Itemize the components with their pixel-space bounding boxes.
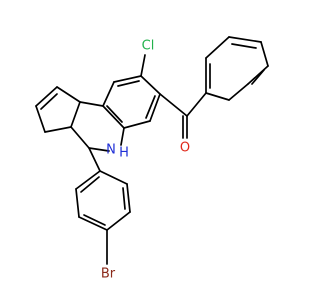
atom-labels: Cl N H O Br xyxy=(101,39,190,282)
bond xyxy=(70,126,90,149)
bond xyxy=(106,105,123,123)
bond xyxy=(102,105,125,129)
bond xyxy=(228,36,262,43)
bond xyxy=(140,75,161,95)
bond xyxy=(44,126,72,133)
chlorine-label: Cl xyxy=(142,39,155,54)
bond xyxy=(120,127,125,146)
bond xyxy=(75,170,101,190)
bond xyxy=(56,86,81,103)
bond xyxy=(35,86,58,107)
bond xyxy=(102,81,115,107)
bond xyxy=(228,83,249,101)
bond xyxy=(80,176,100,193)
bond xyxy=(88,147,101,172)
bond-lines xyxy=(35,36,269,265)
bond xyxy=(99,170,128,185)
bond xyxy=(247,65,269,85)
bond xyxy=(251,69,265,85)
bond xyxy=(106,211,131,231)
bond xyxy=(123,120,151,129)
bond xyxy=(122,187,126,210)
bond xyxy=(140,54,146,77)
bond xyxy=(35,105,46,133)
bond xyxy=(205,92,230,101)
bond xyxy=(83,214,106,226)
bond xyxy=(78,216,108,231)
bond xyxy=(40,93,58,110)
nitrogen-label: N xyxy=(106,143,116,158)
molecule-structure: Cl N H O Br xyxy=(35,36,269,282)
hydrogen-label: H xyxy=(119,146,129,161)
bond xyxy=(159,93,188,117)
bond xyxy=(149,93,161,122)
bond xyxy=(205,36,230,59)
bond xyxy=(126,183,131,213)
oxygen-label: O xyxy=(180,141,190,156)
bond xyxy=(260,41,269,67)
bond xyxy=(88,147,110,152)
bromine-label: Br xyxy=(101,267,116,282)
bond xyxy=(79,101,104,107)
bond xyxy=(231,43,257,49)
bond xyxy=(70,101,81,128)
bond xyxy=(117,80,140,87)
bond xyxy=(145,95,156,119)
bond xyxy=(186,92,207,117)
bond xyxy=(113,75,142,83)
bond xyxy=(75,188,80,218)
